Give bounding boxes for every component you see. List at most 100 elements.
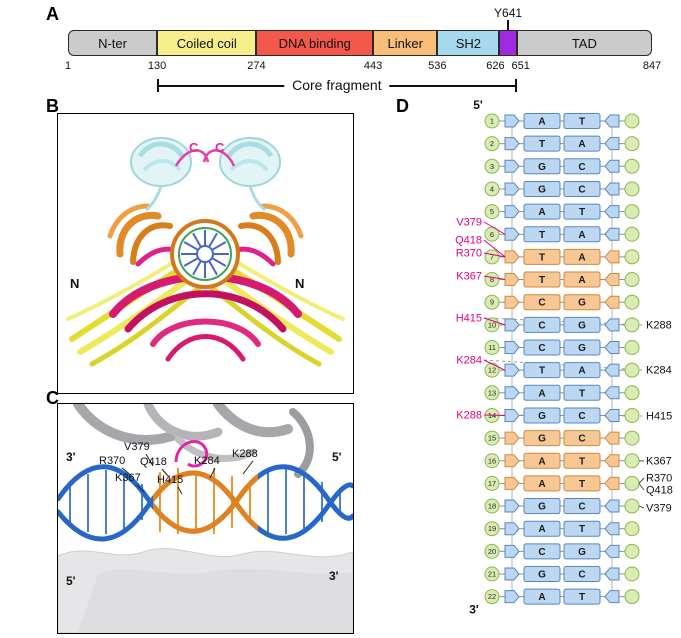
terminus-label: N: [70, 276, 80, 291]
residue-label: K288: [646, 320, 672, 332]
position-number-circle: [484, 430, 500, 446]
position-number-circle: [484, 543, 500, 559]
position-number-circle: [484, 475, 500, 491]
position-number-circle: [484, 181, 500, 197]
base-box: [523, 520, 561, 537]
base-letter-left: A: [538, 207, 545, 218]
base-letter-left: C: [538, 298, 545, 309]
residue-pointer: [483, 221, 506, 235]
bracket-end-left: [157, 79, 159, 92]
residue-label: R370: [646, 473, 672, 485]
position-number: 4: [490, 184, 494, 193]
residue-label: K367: [456, 271, 482, 283]
phosphate-circle: [624, 272, 640, 288]
sugar-pentagon: [504, 499, 520, 513]
sh2-ribbons: [130, 137, 281, 212]
base-box: [523, 339, 561, 356]
residue-pointer: [483, 317, 506, 326]
base-letter-right: T: [579, 207, 585, 218]
phosphate-circle: [624, 113, 640, 129]
sugar-pentagon: [504, 431, 520, 445]
sugar-pentagon: [604, 114, 620, 128]
residue-label: H415: [456, 313, 482, 325]
residue-label: K367: [646, 456, 672, 468]
base-letter-left: C: [538, 343, 545, 354]
sugar-pentagon: [504, 544, 520, 558]
position-number: 16: [488, 456, 496, 465]
phosphate-circle: [624, 340, 640, 355]
base-letter-left: A: [538, 388, 545, 399]
base-box: [523, 294, 561, 311]
residue-pointer: [638, 483, 645, 491]
residue-label: R370: [456, 248, 482, 260]
base-box: [563, 203, 601, 220]
strand-end-label: 3': [66, 450, 76, 464]
base-letter-left: A: [538, 117, 545, 128]
sugar-pentagon: [604, 431, 620, 445]
domain-label: TAD: [571, 35, 597, 51]
residue-label: K288: [456, 410, 482, 422]
position-number-circle: [484, 566, 500, 582]
base-letter-left: A: [538, 592, 545, 603]
residue-label: Q418: [646, 485, 673, 497]
base-box: [523, 407, 561, 424]
domain-segment: N-ter: [68, 30, 158, 56]
base-box: [563, 475, 601, 492]
base-letter-right: A: [578, 230, 585, 241]
domain-label: N-ter: [98, 35, 127, 51]
residue-label: Q418: [455, 235, 482, 247]
base-box: [563, 135, 601, 152]
base-box: [563, 566, 601, 582]
base-box: [563, 271, 601, 288]
base-box: [563, 543, 601, 560]
sugar-pentagon: [604, 182, 620, 196]
residue-label: K367: [115, 472, 141, 484]
base-letter-right: C: [578, 162, 585, 173]
dna-halfsite-orange: [153, 468, 258, 534]
sugar-pentagon: [504, 590, 520, 604]
residue-label: K284: [646, 365, 672, 377]
panel-a-label: A: [46, 4, 59, 24]
base-box: [563, 430, 601, 447]
contact-cross-link: [483, 359, 643, 371]
sugar-pentagon: [604, 476, 620, 490]
sugar-pentagon: [604, 205, 620, 219]
phosphate-circle: [624, 453, 640, 469]
panel-b-label: B: [46, 96, 59, 116]
position-number: 12: [488, 366, 496, 375]
position-number-circle: [484, 294, 500, 310]
base-box: [563, 520, 601, 537]
residue-tick: 651: [511, 60, 530, 72]
position-number: 6: [490, 230, 494, 239]
base-letter-left: C: [538, 547, 545, 558]
phosphate-circle: [624, 362, 640, 378]
base-letter-right: T: [579, 592, 585, 603]
strand-end-label: 5': [332, 450, 342, 464]
position-number: 19: [488, 524, 496, 533]
residue-tick: 626: [486, 60, 505, 72]
base-letter-left: A: [538, 524, 545, 535]
residue-tick: 536: [428, 60, 447, 72]
base-box: [523, 248, 561, 265]
position-number: 17: [488, 479, 496, 488]
phosphate-circle: [624, 566, 640, 582]
sugar-pentagon: [604, 137, 620, 151]
sugar-pentagon: [604, 522, 620, 536]
phosphate-circle: [624, 249, 640, 265]
base-letter-right: G: [578, 320, 586, 331]
phosphate-circle: [624, 226, 640, 242]
base-letter-right: T: [579, 456, 585, 467]
base-letter-right: A: [578, 275, 585, 286]
sugar-pentagon: [504, 250, 520, 264]
